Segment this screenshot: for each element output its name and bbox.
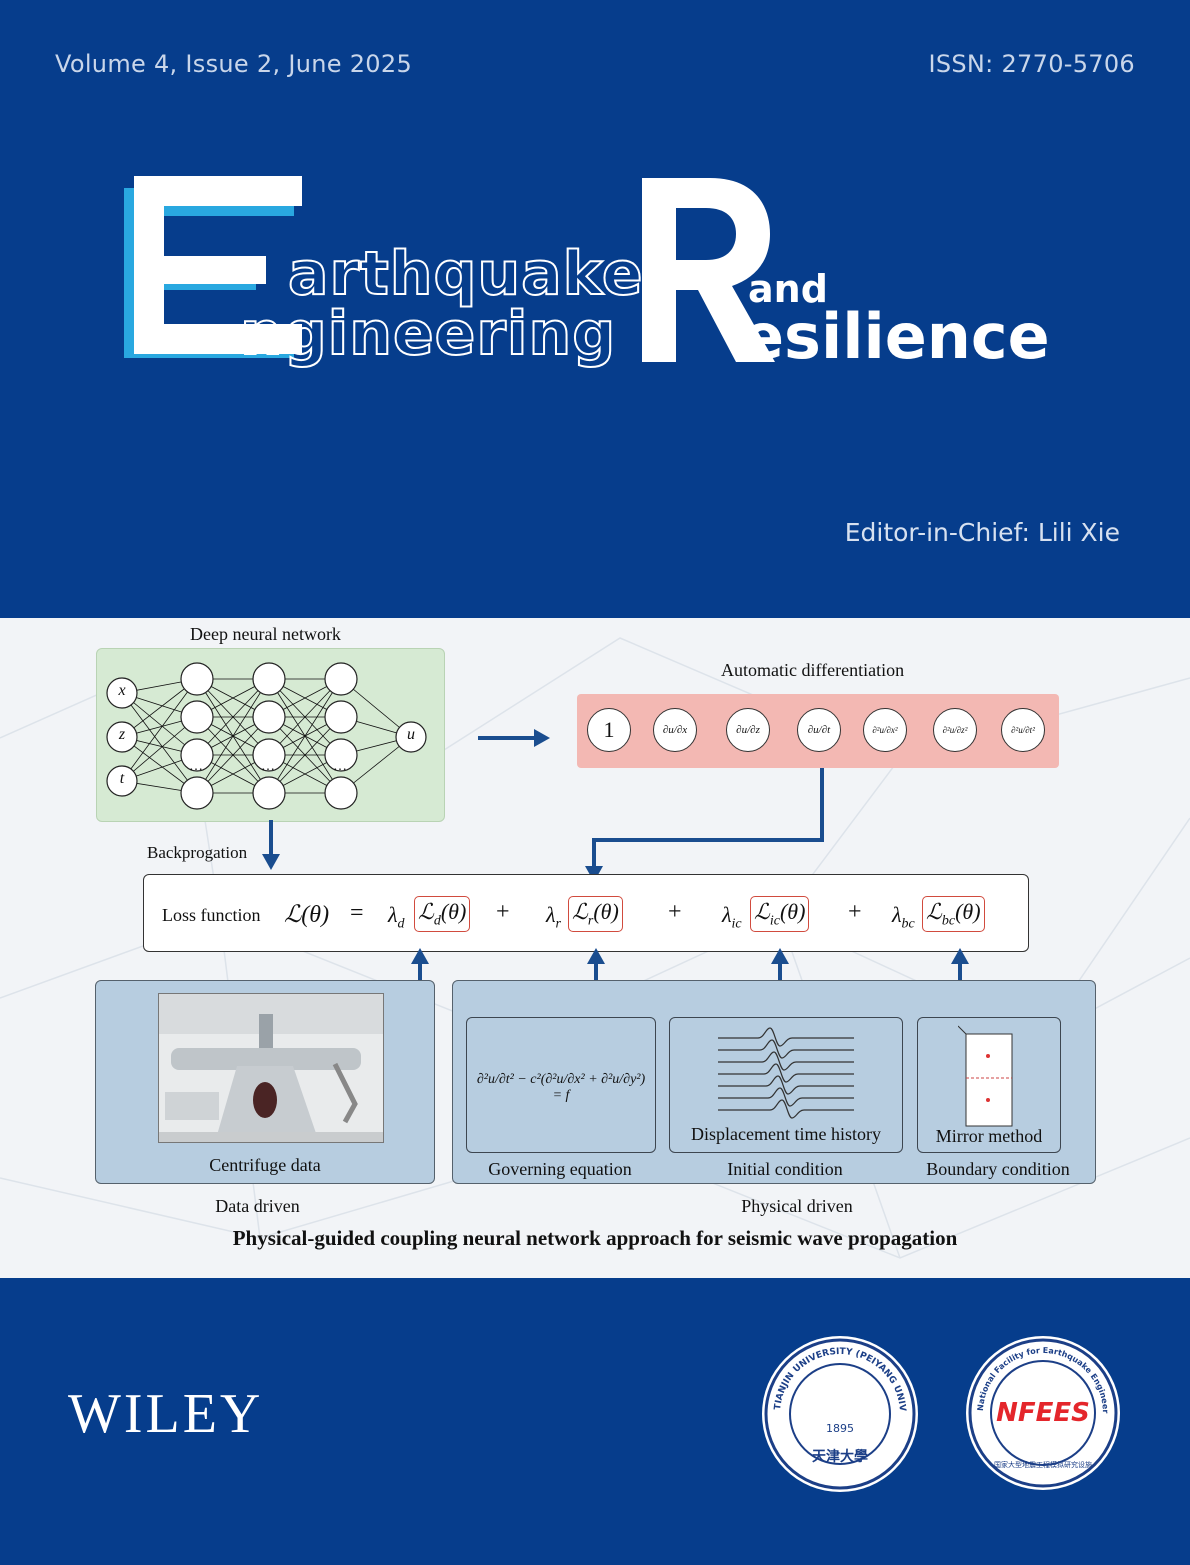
- tianjin-seal-graphic: TIANJIN UNIVERSITY (PEIYANG UNIVERSITY): [758, 1329, 916, 1490]
- boundary-condition-box: Mirror method: [917, 1017, 1061, 1153]
- autodiff-term-d2udz2: ∂²u/∂z²: [933, 708, 977, 752]
- figure-caption: Physical-guided coupling neural network …: [232, 1226, 958, 1250]
- autodiff-label: Automatic differentiation: [721, 660, 905, 680]
- autodiff-term-dudt: ∂u/∂t: [797, 708, 841, 752]
- initial-label: Initial condition: [727, 1159, 843, 1179]
- loss-lhs: ℒ(θ): [284, 902, 330, 928]
- loss-coef-d: λd: [388, 902, 405, 932]
- loss-equals: =: [350, 900, 364, 926]
- title-word-and: and: [748, 267, 828, 311]
- physical-driven-box: ∂²u/∂t² − c²(∂²u/∂x² + ∂²u/∂y²) = f Gove…: [452, 980, 1096, 1184]
- loss-function-box: Loss function ℒ(θ) = λd ℒd(θ) + λr ℒr(θ)…: [143, 874, 1029, 952]
- seal1-year: 1895: [826, 1422, 854, 1435]
- loss-term-initial: ℒic(θ): [750, 896, 810, 933]
- autodiff-term-dudz: ∂u/∂z: [726, 708, 770, 752]
- loss-coef-bc: λbc: [892, 902, 915, 932]
- input-t: t: [119, 770, 125, 787]
- backprop-label: Backprogation: [147, 843, 248, 862]
- output-u: u: [407, 726, 415, 743]
- autodiff-term-d2udt2: ∂²u/∂t²: [1001, 708, 1045, 752]
- loss-coef-ic: λic: [722, 902, 742, 932]
- ellipsis-1: …: [189, 759, 203, 774]
- volume-issue-text: Volume 4, Issue 2, June 2025: [55, 50, 413, 78]
- displacement-waveforms: [718, 1027, 854, 1119]
- arrow-backprop: [262, 820, 280, 870]
- loss-label: Loss function: [162, 905, 261, 925]
- nfees-seal-graphic: National Facility for Earthquake Enginee…: [962, 1329, 1118, 1488]
- arrow-autodiff-to-loss: [585, 768, 824, 882]
- centrifuge-illustration: [159, 994, 383, 1142]
- title-word-esilience: esilience: [742, 300, 1050, 373]
- cover-figure: Deep neural network x z t: [0, 618, 1190, 1278]
- data-driven-box: Centrifuge data: [95, 980, 435, 1184]
- autodiff-term-dudx: ∂u/∂x: [653, 708, 697, 752]
- data-driven-label: Data driven: [215, 1196, 300, 1216]
- mirror-label: Mirror method: [935, 1126, 1043, 1146]
- input-x: x: [118, 682, 126, 699]
- tianjin-university-seal: TIANJIN UNIVERSITY (PEIYANG UNIVERSITY) …: [758, 1329, 918, 1492]
- nfees-seal: National Facility for Earthquake Enginee…: [962, 1329, 1120, 1490]
- governing-equation-box: ∂²u/∂t² − c²(∂²u/∂x² + ∂²u/∂y²) = f: [466, 1017, 656, 1153]
- loss-term-boundary: ℒbc(θ): [922, 896, 985, 933]
- ellipsis-2: …: [261, 759, 275, 774]
- centrifuge-label: Centrifuge data: [209, 1155, 321, 1175]
- title-letter-e-graphic: [124, 176, 302, 358]
- governing-equation: ∂²u/∂t² − c²(∂²u/∂x² + ∂²u/∂y²) = f: [476, 1072, 646, 1103]
- initial-condition-box: Displacement time history: [669, 1017, 903, 1153]
- plus-3: +: [848, 899, 862, 925]
- boundary-label: Boundary condition: [926, 1159, 1070, 1179]
- title-word-ngineering: ngineering: [239, 299, 617, 369]
- mirror-method-diagram: [958, 1025, 1013, 1127]
- centrifuge-photo: [158, 993, 384, 1143]
- plus-2: +: [668, 899, 682, 925]
- autodiff-term-d2udx2: ∂²u/∂x²: [863, 708, 907, 752]
- title-letter-r-graphic: [642, 178, 775, 362]
- plus-1: +: [496, 899, 510, 925]
- autodiff-box: 1 ∂u/∂x ∂u/∂z ∂u/∂t ∂²u/∂x² ∂²u/∂z² ∂²u/…: [577, 694, 1059, 768]
- input-z: z: [118, 726, 126, 743]
- loss-term-residual: ℒr(θ): [568, 896, 623, 933]
- dnn-connections: [106, 662, 427, 810]
- journal-title: E arthquake ngineering R and esilience: [120, 176, 1100, 376]
- governing-label: Governing equation: [488, 1159, 632, 1179]
- seal2-chinese: 国家大型地震工程模拟研究设施: [994, 1461, 1092, 1469]
- seal1-chinese: 天津大學: [812, 1449, 868, 1465]
- physical-driven-label: Physical driven: [741, 1196, 853, 1216]
- issn-text: ISSN: 2770-5706: [928, 50, 1135, 78]
- loss-term-data: ℒd(θ): [414, 896, 471, 933]
- nfees-logo: NFEES: [996, 1398, 1090, 1428]
- title-word-arthquake: arthquake: [287, 239, 644, 309]
- publisher-logo-wiley: WILEY: [68, 1383, 264, 1445]
- cover-top-band: [0, 0, 1190, 618]
- editor-in-chief: Editor-in-Chief: Lili Xie: [844, 518, 1120, 547]
- dnn-label: Deep neural network: [190, 624, 341, 644]
- displacement-label: Displacement time history: [691, 1124, 881, 1144]
- dnn-box: x z t u … … …: [96, 648, 445, 822]
- loss-coef-r: λr: [546, 902, 561, 932]
- autodiff-term-1: 1: [587, 708, 631, 752]
- ellipsis-3: …: [333, 759, 347, 774]
- arrow-right: [478, 729, 550, 747]
